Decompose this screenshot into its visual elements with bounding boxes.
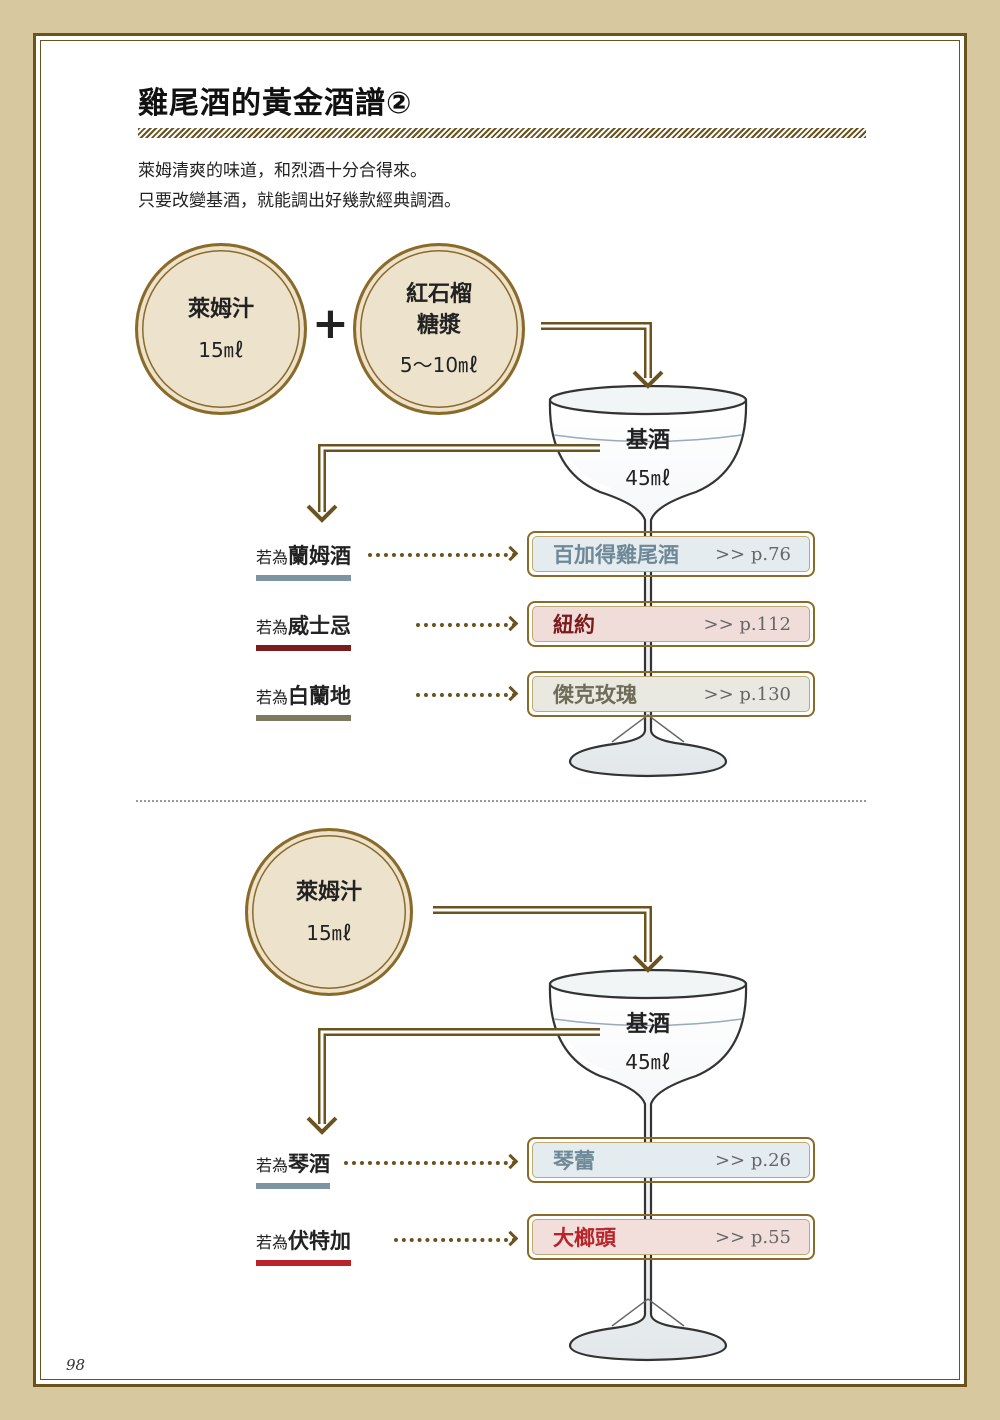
dotted-arrow <box>416 693 516 697</box>
page-ref: >> p.26 <box>714 1149 791 1171</box>
spirit-vodka: 若為伏特加 <box>256 1225 352 1266</box>
result-bacardi: 百加得雞尾酒>> p.76 <box>527 531 815 577</box>
plus-sign: + <box>312 298 349 349</box>
base-spirit-label: 基酒 45㎖ <box>625 428 671 490</box>
page-ref: >> p.76 <box>714 543 791 565</box>
page-number: 98 <box>66 1356 86 1374</box>
dotted-arrow <box>344 1161 516 1165</box>
title-divider <box>138 128 866 138</box>
intro-line-1: 萊姆清爽的味道，和烈酒十分合得來。 <box>138 161 427 181</box>
spirit-gin: 若為琴酒 <box>256 1148 331 1189</box>
dotted-arrow <box>416 623 516 627</box>
page-ref: >> p.55 <box>714 1226 791 1248</box>
dotted-arrow <box>368 553 516 557</box>
dotted-arrow <box>394 1238 516 1242</box>
base-spirit-label-2: 基酒 45㎖ <box>625 1012 671 1074</box>
spirit-rum: 若為蘭姆酒 <box>256 540 352 581</box>
result-sledgehammer: 大榔頭>> p.55 <box>527 1214 815 1260</box>
section-divider <box>136 800 866 802</box>
spirit-whisky: 若為威士忌 <box>256 610 352 651</box>
page-ref: >> p.130 <box>703 683 792 705</box>
result-jack-rose: 傑克玫瑰>> p.130 <box>527 671 815 717</box>
page-title: 雞尾酒的黃金酒譜② <box>138 86 413 121</box>
spirit-brandy: 若為白蘭地 <box>256 680 352 721</box>
ingredient-lime-juice-2: 萊姆汁 15㎖ <box>245 828 413 996</box>
page-ref: >> p.112 <box>703 613 792 635</box>
result-gimlet: 琴蕾>> p.26 <box>527 1137 815 1183</box>
result-new-york: 紐約>> p.112 <box>527 601 815 647</box>
intro-line-2: 只要改變基酒，就能調出好幾款經典調酒。 <box>138 191 461 211</box>
ingredient-grenadine: 紅石榴糖漿 5～10㎖ <box>353 243 525 415</box>
ingredient-lime-juice: 萊姆汁 15㎖ <box>135 243 307 415</box>
